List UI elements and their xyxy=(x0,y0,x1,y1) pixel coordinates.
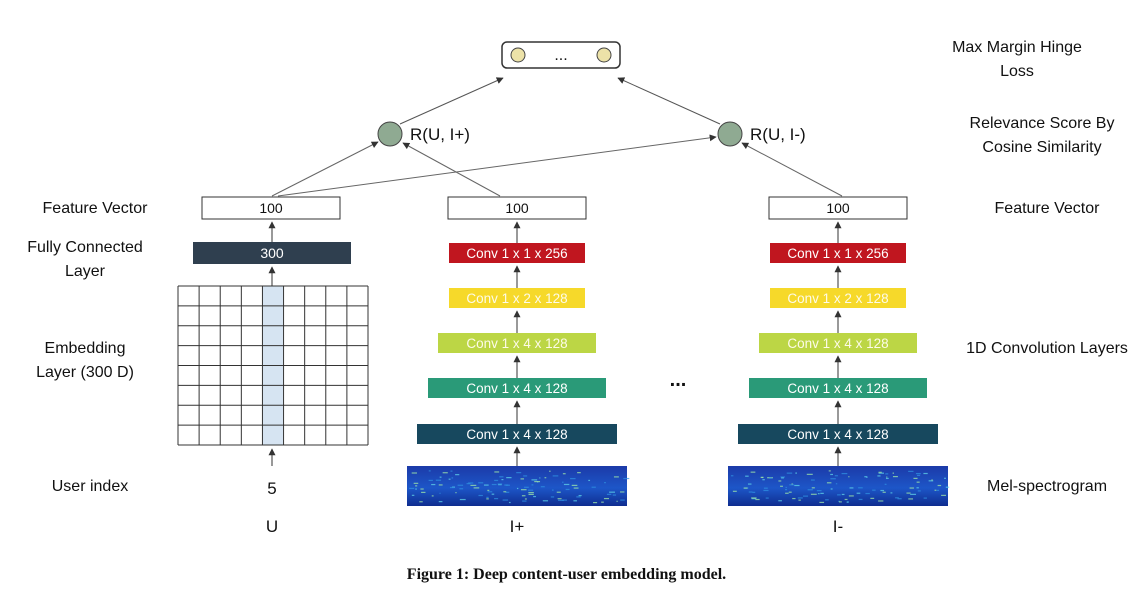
neg-conv-layer-5-label: Conv 1 x 4 x 128 xyxy=(787,427,888,442)
output-box xyxy=(501,41,621,69)
right-label-conv-layers: 1D Convolution Layers xyxy=(966,340,1128,357)
right-label-feature-vector: Feature Vector xyxy=(994,200,1100,217)
user-column-name: U xyxy=(266,517,278,536)
pos-conv-layer-1 xyxy=(449,243,585,263)
arrow-neg-fv-to-score xyxy=(741,142,843,197)
output-node-left xyxy=(510,47,526,63)
user-index-value: 5 xyxy=(267,479,276,498)
right-label-loss: Max Margin Hinge Loss xyxy=(952,39,1082,80)
pos-feature-vector-value: 100 xyxy=(505,200,529,216)
neg-conv-layer-3-label: Conv 1 x 4 x 128 xyxy=(787,336,888,351)
neg-conv-layer-5 xyxy=(738,424,938,444)
fully-connected-layer xyxy=(193,242,351,264)
left-label-user-index: User index xyxy=(51,478,129,495)
pos-conv-layer-2 xyxy=(449,288,585,308)
left-label-embedding: Embedding Layer (300 D) xyxy=(36,340,134,381)
arrow-user-to-pos-score xyxy=(271,141,379,197)
neg-column-name: I- xyxy=(833,517,843,536)
fully-connected-value: 300 xyxy=(260,245,284,261)
pos-conv-layer-2-label: Conv 1 x 2 x 128 xyxy=(466,291,567,306)
neg-conv-layer-1 xyxy=(770,243,906,263)
neg-conv-layer-2 xyxy=(770,288,906,308)
user-feature-vector-box xyxy=(201,196,341,220)
pos-mel-spectrogram xyxy=(407,466,627,506)
neg-conv-layer-4 xyxy=(749,378,927,398)
neg-feature-vector-box xyxy=(768,196,908,220)
neg-conv-layer-4-label: Conv 1 x 4 x 128 xyxy=(787,381,888,396)
pos-conv-layer-3 xyxy=(438,333,596,353)
user-feature-vector-value: 100 xyxy=(259,200,283,216)
score-label-neg: R(U, I-) xyxy=(750,125,806,144)
pos-conv-layer-5-label: Conv 1 x 4 x 128 xyxy=(466,427,567,442)
arrow-pos-to-output xyxy=(399,77,504,125)
output-node-right xyxy=(596,47,612,63)
pos-conv-layer-3-label: Conv 1 x 4 x 128 xyxy=(466,336,567,351)
neg-conv-layer-2-label: Conv 1 x 2 x 128 xyxy=(787,291,888,306)
right-label-mel: Mel-spectrogram xyxy=(986,478,1108,495)
arrow-pos-fv-to-score xyxy=(402,142,501,197)
embedding-model-diagram: ... R(U, I+) R(U, I-) 100 300 5 U 100 Co… xyxy=(177,41,950,536)
pos-conv-layer-1-label: Conv 1 x 1 x 256 xyxy=(466,246,567,261)
right-label-relevance: Relevance Score By Cosine Similarity xyxy=(969,115,1115,156)
left-label-fully-connected: Fully Connected Layer xyxy=(27,239,143,280)
score-node-neg xyxy=(717,121,743,147)
score-node-pos xyxy=(377,121,403,147)
neg-mel-spectrogram xyxy=(728,466,948,506)
neg-conv-layer-3 xyxy=(759,333,917,353)
score-label-pos: R(U, I+) xyxy=(410,125,470,144)
figure-caption: Figure 1: Deep content-user embedding mo… xyxy=(406,566,727,583)
arrow-neg-to-output xyxy=(617,77,721,125)
pos-conv-layer-5 xyxy=(417,424,617,444)
pos-conv-layer-4-label: Conv 1 x 4 x 128 xyxy=(466,381,567,396)
pos-conv-layer-4 xyxy=(428,378,606,398)
pos-feature-vector-box xyxy=(447,196,587,220)
arrow-user-to-neg-score xyxy=(277,134,717,197)
embedding-grid xyxy=(177,285,369,446)
between-ellipsis: ... xyxy=(670,369,687,391)
output-ellipsis: ... xyxy=(554,47,567,64)
pos-column-name: I+ xyxy=(510,517,525,536)
left-label-feature-vector: Feature Vector xyxy=(42,200,148,217)
neg-conv-layer-1-label: Conv 1 x 1 x 256 xyxy=(787,246,888,261)
neg-feature-vector-value: 100 xyxy=(826,200,850,216)
